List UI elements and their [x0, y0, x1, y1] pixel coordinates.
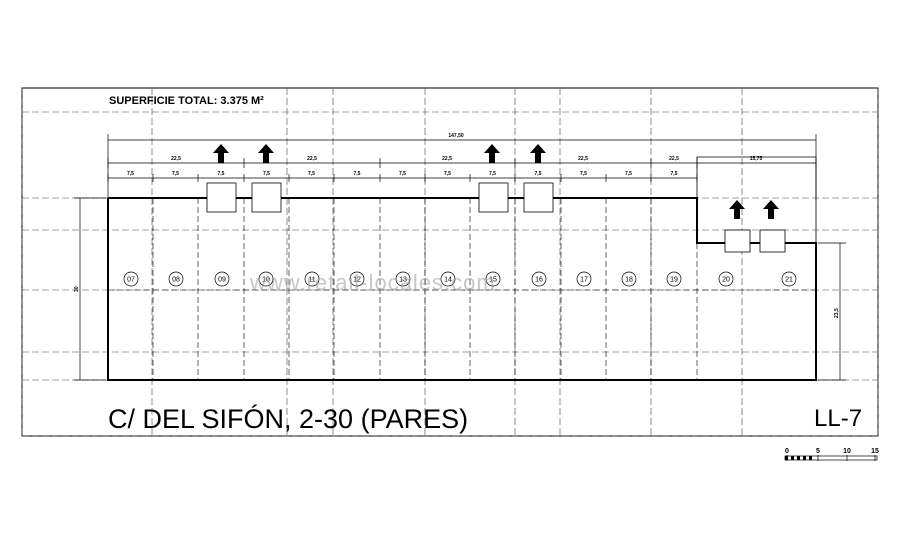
- svg-text:07: 07: [127, 277, 135, 284]
- grid-label-19: 19: [666, 271, 682, 287]
- svg-text:13: 13: [399, 277, 407, 284]
- group-dimension: 22,5: [442, 156, 452, 162]
- grid-axis-labels: 07 08 09 10 11 12 13 14 15 16 17 18 19 20 21: [123, 271, 797, 287]
- grid-label-13: 13: [395, 271, 411, 287]
- opening-20: [724, 229, 751, 253]
- module-dimension: 7,5: [218, 171, 225, 177]
- depth-right-label: 23,5: [834, 308, 840, 318]
- grid-label-09: 09: [214, 271, 230, 287]
- depth-dimension-left: [74, 197, 106, 381]
- svg-text:15: 15: [489, 277, 497, 284]
- grid-label-16: 16: [531, 271, 547, 287]
- access-arrows: [213, 144, 779, 219]
- scale-bar-label: 10: [843, 448, 851, 455]
- up-arrow-icon: [530, 144, 546, 163]
- module-dimension: 7,5: [172, 171, 179, 177]
- svg-text:11: 11: [308, 277, 315, 284]
- module-dimension: 7,5: [625, 171, 632, 177]
- scale-bar: 0 5 10 15: [784, 448, 879, 461]
- watermark-logo: www.retail-locales.com: [249, 270, 496, 295]
- module-dimension: 7,5: [127, 171, 134, 177]
- grid-label-14: 14: [440, 271, 456, 287]
- column-grid: [108, 198, 816, 380]
- opening-21: [759, 229, 786, 253]
- svg-text:20: 20: [722, 277, 730, 284]
- up-arrow-icon: [258, 144, 274, 163]
- scale-bar-label: 5: [816, 448, 820, 455]
- opening-16: [523, 182, 554, 213]
- depth-dimension-right: [818, 242, 846, 381]
- superficie-total-label: SUPERFICIE TOTAL: 3.375 M²: [109, 95, 264, 107]
- grid-label-15: 15: [485, 271, 501, 287]
- opening-15: [478, 182, 509, 213]
- module-dimension: 7,5: [263, 171, 270, 177]
- opening-09: [206, 182, 237, 213]
- module-dimension: 7,5: [489, 171, 496, 177]
- group-dimension: 22,5: [669, 156, 679, 162]
- module-dimension: 7,5: [535, 171, 542, 177]
- svg-text:08: 08: [172, 277, 180, 284]
- svg-text:18: 18: [625, 277, 633, 284]
- grid-label-21: 21: [781, 271, 797, 287]
- grid-label-20: 20: [718, 271, 734, 287]
- group-dimension: 22,5: [307, 156, 317, 162]
- svg-text:21: 21: [785, 277, 793, 284]
- module-dimension: 7,5: [354, 171, 361, 177]
- module-dimension: 7,5: [399, 171, 406, 177]
- grid-label-11: 11: [304, 271, 320, 287]
- depth-left-label: 30: [74, 286, 80, 292]
- up-arrow-icon: [763, 200, 779, 219]
- svg-text:14: 14: [444, 277, 452, 284]
- grid-label-08: 08: [168, 271, 184, 287]
- scale-bar-label: 0: [785, 448, 789, 455]
- svg-text:12: 12: [353, 277, 361, 284]
- svg-text:16: 16: [535, 277, 543, 284]
- grid-label-10: 10: [258, 271, 274, 287]
- grid-label-18: 18: [621, 271, 637, 287]
- grid-label-12: 12: [349, 271, 365, 287]
- svg-text:19: 19: [670, 277, 678, 284]
- module-dimension: 7,5: [671, 171, 678, 177]
- annex-outline: [696, 156, 817, 243]
- svg-text:17: 17: [580, 277, 588, 284]
- module-dimension: 7,5: [444, 171, 451, 177]
- sheet-code: LL-7: [814, 405, 862, 432]
- grid-label-07: 07: [123, 271, 139, 287]
- module-dimension: 7,5: [580, 171, 587, 177]
- grid-label-17: 17: [576, 271, 592, 287]
- address-title: C/ DEL SIFÓN, 2-30 (PARES): [108, 403, 468, 434]
- up-arrow-icon: [729, 200, 745, 219]
- svg-text:09: 09: [218, 277, 226, 284]
- up-arrow-icon: [213, 144, 229, 163]
- overall-dimension: 147,50: [448, 133, 464, 139]
- scale-bar-label: 15: [871, 448, 879, 455]
- module-dimension: 7,5: [308, 171, 315, 177]
- opening-10: [251, 182, 282, 213]
- group-dimension: 22,5: [578, 156, 588, 162]
- svg-text:10: 10: [262, 277, 270, 284]
- group-dimension: 15,75: [750, 156, 763, 162]
- openings: [206, 182, 786, 253]
- up-arrow-icon: [484, 144, 500, 163]
- group-dimension: 22,5: [171, 156, 181, 162]
